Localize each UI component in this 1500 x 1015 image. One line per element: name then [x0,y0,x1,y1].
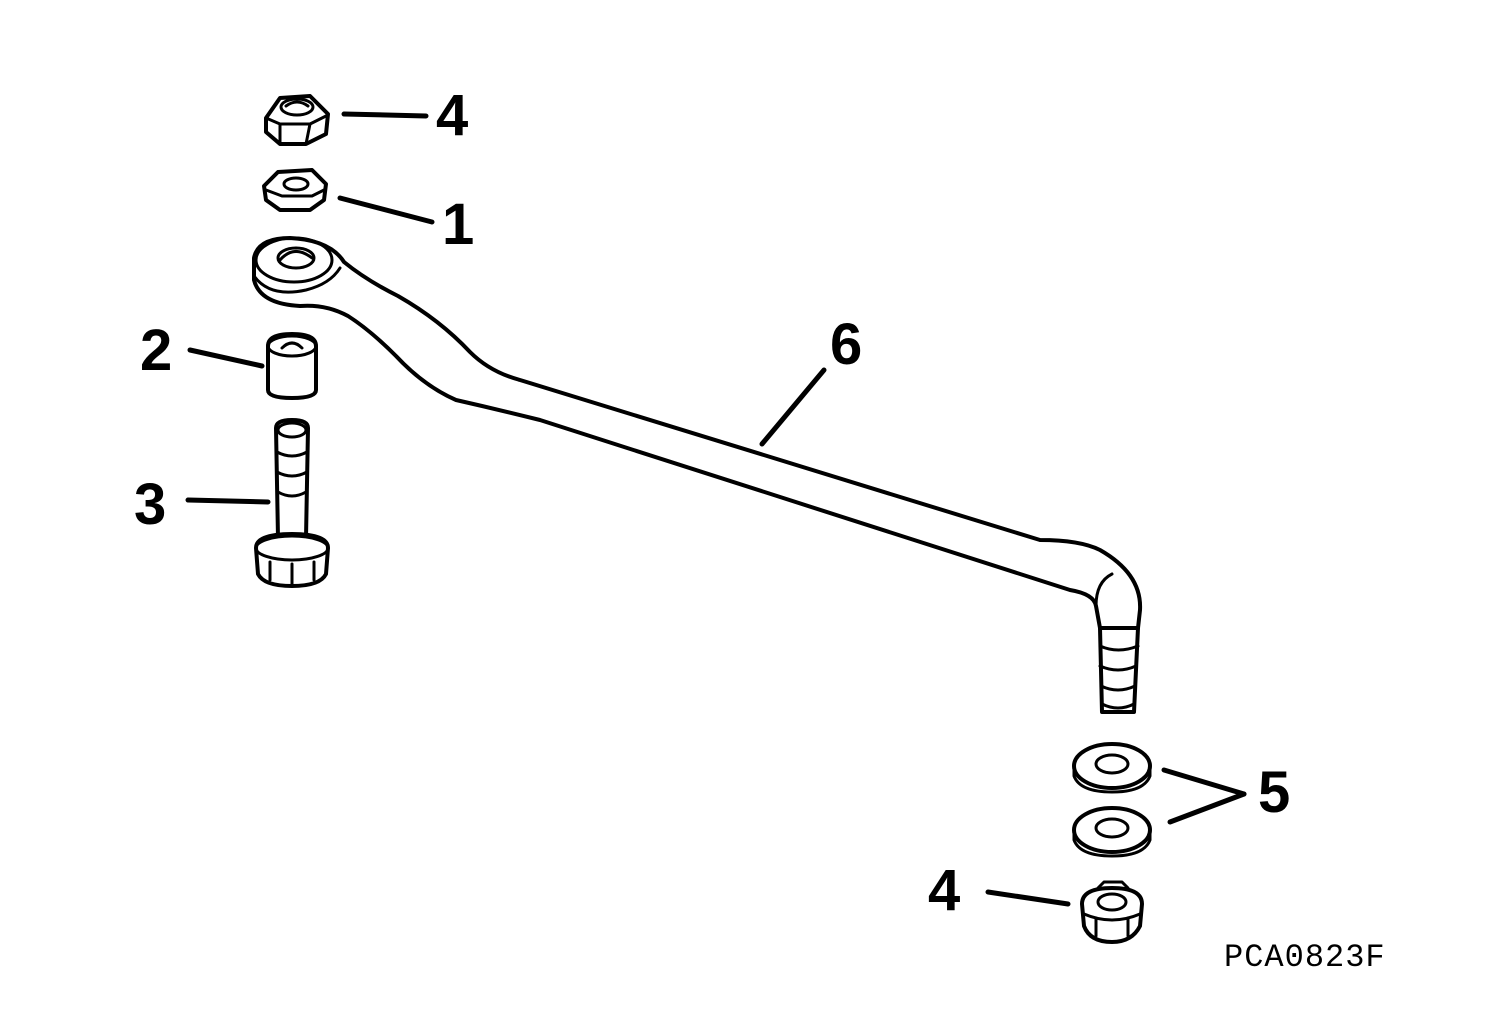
callout-4-top: 4 [436,83,468,148]
leader-lines [185,111,1247,907]
callout-6: 6 [830,312,862,377]
leader-2 [187,347,265,369]
washer-top [262,168,328,212]
leader-5-lower [1167,791,1247,825]
callout-5: 5 [1258,760,1290,825]
leader-4-top [341,111,429,119]
leader-1 [337,195,435,225]
flange-bolt [254,418,330,588]
lock-nut-bottom [1080,880,1144,944]
leader-6 [759,367,827,447]
callout-3: 3 [134,472,166,537]
link-rod [252,236,1143,714]
washer-pair [1072,742,1152,858]
leader-4-bottom [985,889,1071,907]
bushing [266,332,318,400]
figure-code: PCA0823F [1224,939,1386,976]
lock-nut-top [264,94,330,146]
leader-5-upper [1161,767,1247,797]
callout-2: 2 [140,318,172,383]
callout-4-bottom: 4 [928,858,960,923]
leader-3 [185,497,271,505]
callout-1: 1 [442,192,474,257]
